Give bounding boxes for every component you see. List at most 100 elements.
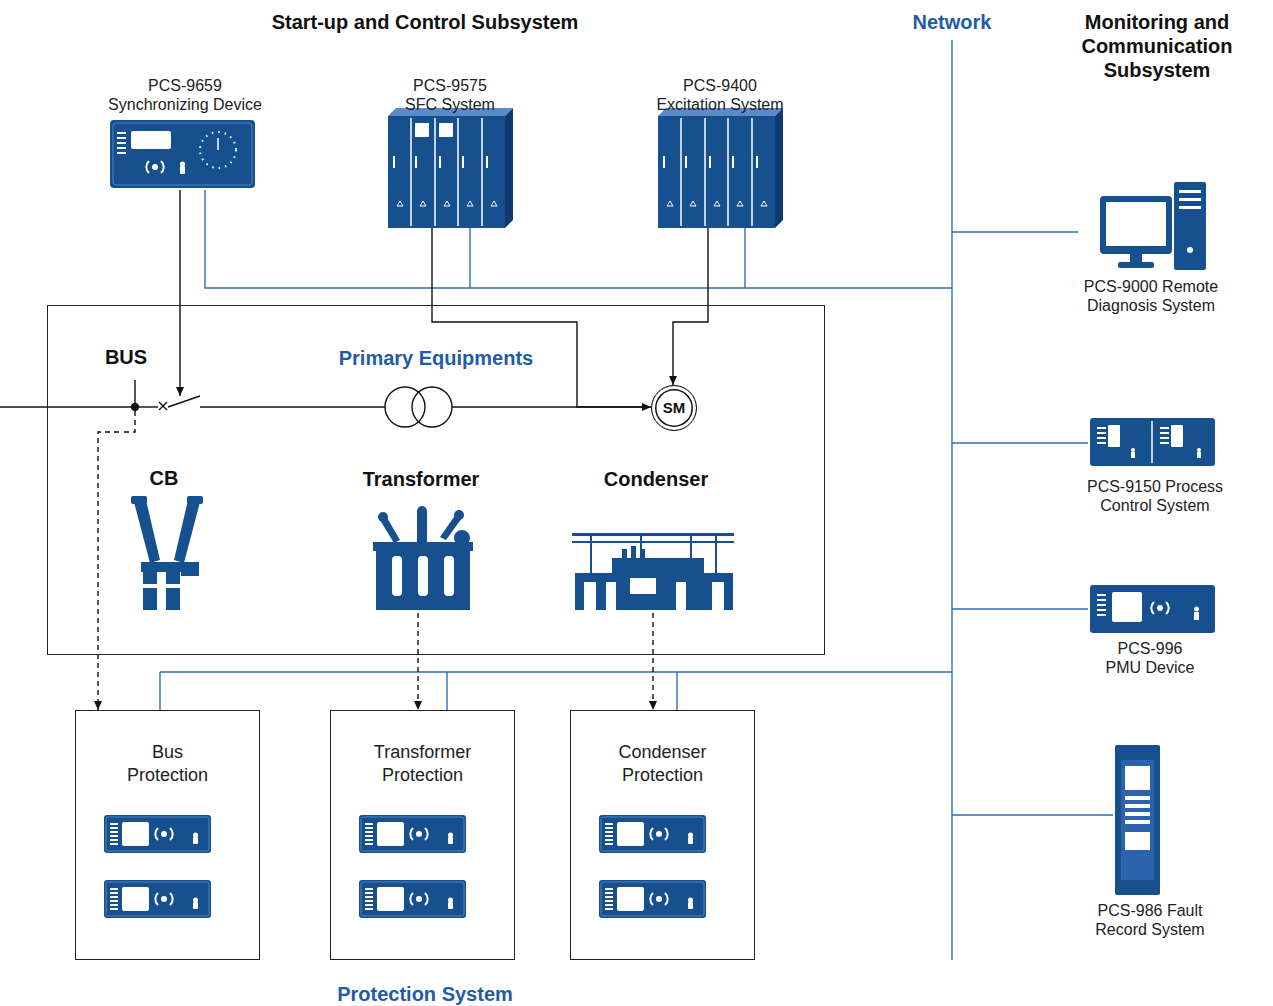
bus-label: BUS — [96, 345, 156, 369]
process-control-icon — [1160, 437, 1169, 439]
node-text: Primary Equipments — [316, 346, 556, 370]
connector — [652, 613, 653, 710]
sfc-cabinet-icon — [388, 108, 513, 228]
single-line-diagram — [159, 402, 167, 410]
protection-box: Bus Protection — [75, 710, 260, 960]
computer-icon — [1130, 254, 1142, 262]
synchronizing-device-icon — [117, 152, 126, 154]
node-text: CB — [120, 466, 208, 490]
transformer-icon — [418, 556, 428, 596]
condenser-icon — [712, 582, 724, 610]
node-text: PCS-996 PMU Device — [1100, 639, 1200, 677]
process-control-icon — [1151, 421, 1153, 463]
connector — [417, 613, 418, 710]
computer-icon — [1187, 247, 1193, 253]
synchronizing-device-icon — [180, 162, 185, 167]
process-control-icon — [1097, 442, 1106, 444]
connector — [98, 432, 119, 710]
network-wiring — [446, 672, 447, 710]
equipment-node: Transformer — [341, 461, 501, 613]
single-line-diagram — [0, 380, 650, 432]
pmu-icon — [1194, 612, 1199, 620]
network-wiring — [160, 671, 952, 672]
condenser-icon — [676, 582, 686, 610]
condenser-icon — [612, 558, 704, 574]
pmu-icon — [1090, 585, 1215, 633]
node-text: PCS-9150 Process Control System — [1065, 477, 1245, 515]
synchronizing-device-icon — [117, 132, 126, 154]
process-control-icon — [1160, 427, 1169, 429]
transformer-icon — [454, 510, 464, 520]
process-control-icon — [1090, 418, 1215, 466]
circuit-breaker-icon — [131, 496, 147, 504]
section-heading: Protection System — [300, 982, 550, 1006]
single-line-diagram — [385, 387, 425, 427]
fault-recorder-rack-icon — [1125, 820, 1150, 824]
pmu-icon — [1194, 607, 1199, 612]
network-label: Network — [892, 10, 1012, 34]
process-control-icon — [1097, 437, 1106, 439]
protection-box: Condenser Protection — [570, 710, 755, 960]
single-line-diagram — [412, 387, 452, 427]
pmu-icon — [1151, 602, 1168, 614]
circuit-breaker-icon — [181, 562, 199, 576]
synchronizing-device-icon — [117, 132, 126, 134]
node-text: Bus Protection — [113, 741, 223, 787]
fault-recorder-rack-icon — [1125, 766, 1150, 790]
fault-recorder-rack-icon — [1115, 745, 1160, 895]
fault-recorder-rack-icon — [1125, 796, 1150, 800]
condenser-icon — [690, 533, 692, 559]
condenser-icon — [622, 549, 627, 559]
condenser-icon — [640, 549, 645, 559]
process-control-icon — [1197, 448, 1201, 452]
pmu-icon — [1097, 614, 1106, 616]
fault-recorder-rack-icon — [1121, 760, 1154, 880]
node-text: PCS-9400 Excitation System — [648, 76, 793, 114]
synchronizing-device-icon — [180, 166, 185, 174]
condenser-icon — [572, 533, 734, 536]
section-heading: Monitoring and Communication Subsystem — [1062, 10, 1252, 82]
computer-icon — [1179, 206, 1201, 209]
transformer-icon — [376, 551, 470, 610]
process-control-icon — [1097, 432, 1106, 434]
protection-device-icons — [599, 815, 706, 853]
device-node: PCS-9659 Synchronizing Device — [95, 72, 275, 190]
fault-recorder-rack-icon — [1125, 832, 1150, 850]
process-control-icon — [1160, 432, 1169, 434]
connector — [179, 190, 180, 396]
network-wiring — [160, 40, 1113, 960]
pmu-icon — [1097, 609, 1106, 611]
protection-device-icons — [104, 815, 211, 853]
process-control-icon — [1160, 442, 1169, 444]
condenser-icon — [630, 578, 656, 594]
protection-device-icons — [104, 880, 211, 918]
condenser-icon — [715, 533, 717, 573]
transformer-icon — [454, 530, 470, 546]
condenser-icon — [572, 533, 734, 610]
device-node: PCS-9575 SFC System — [372, 68, 528, 228]
node-text: PCS-986 Fault Record System — [1080, 901, 1220, 939]
computer-icon — [1174, 182, 1206, 270]
process-control-icon — [1197, 452, 1201, 458]
device-node: PCS-9400 Excitation System — [630, 68, 810, 228]
single-line-diagram — [132, 404, 139, 411]
fault-recorder-rack-icon — [1125, 804, 1150, 808]
synchronizing-device-icon — [131, 131, 171, 149]
pmu-icon — [1097, 599, 1106, 601]
node-text: Condenser — [572, 467, 740, 491]
equipment-node: CB — [119, 396, 209, 613]
circuit-breaker-icon — [131, 496, 203, 610]
pmu-icon — [1097, 594, 1106, 596]
machine-circle: SM — [651, 385, 697, 431]
circuit-breaker-icon — [166, 572, 180, 610]
synchronizing-device-icon — [152, 164, 158, 170]
device-node: PCS-986 Fault Record System — [1040, 742, 1260, 945]
condenser-icon — [572, 541, 734, 543]
synchronizing-device-icon — [117, 142, 126, 144]
process-control-icon — [1108, 425, 1120, 447]
synchronizing-device-icon — [110, 120, 255, 188]
